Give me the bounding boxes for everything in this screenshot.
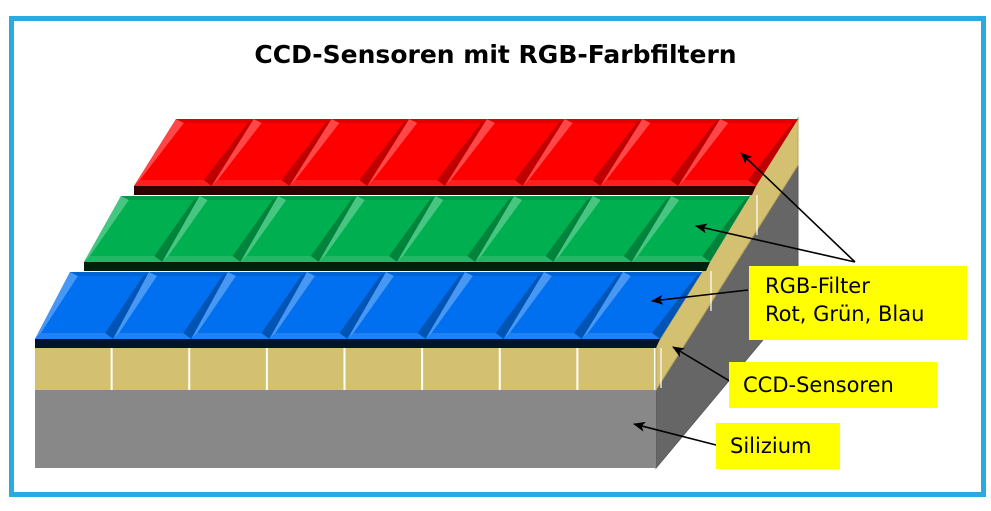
silizium-label: Silizium — [716, 423, 840, 469]
blue-filter-row — [35, 272, 702, 348]
blue-filter-pixel — [581, 272, 702, 339]
red-filter-pixel — [211, 119, 332, 186]
red-filter-pixel — [445, 119, 565, 186]
arrow-to-blue — [651, 289, 749, 305]
sensor-gap — [710, 271, 712, 311]
sensor-gap — [660, 348, 662, 388]
ccd-sensor-block — [267, 348, 344, 390]
red-filter-pixel — [367, 119, 487, 186]
silicon-front — [35, 390, 656, 468]
sensor-front-row — [35, 195, 758, 390]
green-filter-pixel — [240, 196, 357, 262]
green-filter-pixel — [397, 196, 515, 262]
ccd-sensor-label: CCD-Sensoren — [729, 362, 937, 408]
green-filter-row — [84, 196, 750, 271]
ccd-sensor-block — [112, 348, 189, 390]
green-filter-base — [84, 262, 710, 271]
red-filter-pixel — [134, 119, 254, 186]
ccd-sensor-block — [35, 348, 111, 390]
ccd-sensor-block — [578, 348, 654, 390]
blue-filter-pixel — [35, 272, 149, 339]
arrow-to-silicon — [633, 421, 717, 446]
page-title: CCD-Sensoren mit RGB-Farbfiltern — [254, 40, 737, 69]
ccd-sensor-block — [190, 348, 266, 390]
ccd-sensor-block — [423, 348, 499, 390]
ccd-sensor-block — [500, 348, 577, 390]
green-filter-pixel — [162, 196, 279, 262]
blue-filter-pixel — [191, 272, 307, 339]
red-filter-pixel — [678, 119, 798, 186]
blue-filter-base — [35, 339, 660, 348]
green-filter-pixel — [475, 196, 593, 262]
red-filter-pixel — [600, 119, 721, 186]
rgb-filter-label-line1: RGB-Filter — [765, 274, 870, 298]
rgb-filter-label-line2: Rot, Grün, Blau — [765, 302, 925, 327]
sensor-gap — [756, 195, 758, 235]
ccd-sensor-block — [345, 348, 422, 390]
blue-filter-pixel — [425, 272, 544, 339]
blue-filter-pixel — [503, 272, 623, 339]
red-filter-pixel — [289, 119, 410, 186]
green-filter-pixel — [84, 196, 200, 262]
arrow-to-sensor — [672, 346, 739, 387]
blue-filter-pixel — [347, 272, 465, 339]
green-filter-pixel — [553, 196, 672, 262]
arrows — [633, 152, 856, 446]
red-filter-base — [134, 186, 756, 195]
red-filter-pixel — [522, 119, 643, 186]
arrow-to-green — [695, 223, 856, 263]
blue-filter-pixel — [113, 272, 228, 339]
red-filter-row — [134, 119, 798, 195]
green-filter-pixel — [318, 196, 436, 262]
green-filter-pixel — [631, 196, 750, 262]
blue-filter-pixel — [269, 272, 386, 339]
arrow-to-red — [740, 152, 856, 263]
rgb-filter-label: RGB-Filter Rot, Grün, Blau — [749, 266, 967, 340]
